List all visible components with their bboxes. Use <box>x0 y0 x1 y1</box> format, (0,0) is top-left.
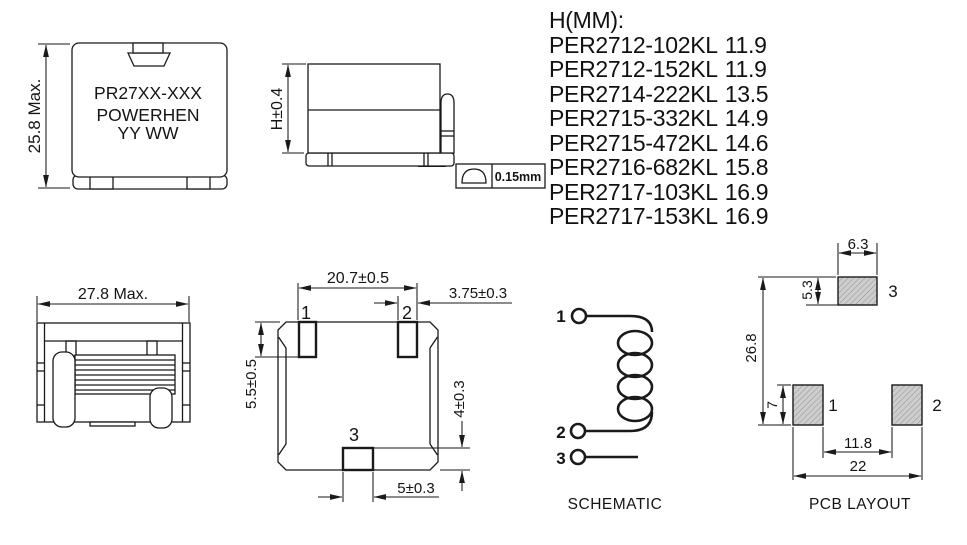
pad3-width-dimension: 6.3 <box>837 236 878 275</box>
front-view-top-tab <box>132 42 164 54</box>
part-height: 14.6 <box>724 129 769 156</box>
bottom-view-pin3-label: 3 <box>349 425 359 445</box>
pcb-pad-2 <box>891 384 923 426</box>
bottom-view-pin1-label: 1 <box>301 303 311 323</box>
pin3-width-dim-label: 5±0.3 <box>397 480 434 497</box>
outer-span-dim-label: 22 <box>850 458 867 475</box>
schematic-pin3-label: 3 <box>556 449 565 468</box>
schematic-pin2-label: 2 <box>556 423 565 442</box>
pin-depth-dimension: 5.5±0.5 <box>243 321 300 409</box>
part-number: PER2712-152KL <box>549 56 718 82</box>
part-height: 11.9 <box>724 31 767 58</box>
inner-gap-dim-label: 11.8 <box>844 435 872 452</box>
bottom-view: 1 2 3 20.7±0.5 3.75±0.3 5.5±0.5 <box>243 270 512 502</box>
inner-gap-dimension: 11.8 <box>822 427 893 458</box>
wire-callout-box <box>455 163 546 189</box>
pcb-layout: 3 1 2 6.3 5.3 26.8 <box>743 236 942 513</box>
height-table-header-text: H(MM): <box>549 7 624 33</box>
total-height-dimension: 26.8 <box>743 276 810 426</box>
terminal-pad-3 <box>341 446 375 472</box>
outer-span-dimension: 22 <box>792 427 923 480</box>
schematic-pin2-terminal <box>569 422 587 440</box>
pcb-layout-caption: PCB LAYOUT <box>809 496 911 513</box>
total-height-dim-label: 26.8 <box>743 333 760 362</box>
front-view-height-dimension: 25.8 Max. <box>25 43 70 189</box>
height-table-header: H(MM): <box>549 8 768 33</box>
bottom-view-outline <box>277 321 439 471</box>
pcb-pad-1 <box>792 384 824 426</box>
side-height-dim-label: H±0.4 <box>269 88 286 131</box>
pad3-height-dim-label: 5.3 <box>799 280 815 300</box>
part-height: 13.5 <box>724 80 769 107</box>
schematic-pin1-terminal <box>570 307 588 325</box>
terminal-pad-2 <box>396 320 419 359</box>
part-number: PER2715-472KL <box>549 129 718 156</box>
front-height-dim-label: 25.8 Max. <box>25 79 44 154</box>
schematic-pin3-terminal <box>569 448 587 466</box>
part-height: 14.9 <box>724 105 769 131</box>
pad3-width-dim-label: 6.3 <box>848 236 869 253</box>
wire-detail-callout: 0.15mm <box>455 163 546 189</box>
coil-side-view: 27.8 Max. <box>36 286 191 429</box>
pcb-pad2-label: 2 <box>932 396 941 415</box>
pin2-width-dim-label: 3.75±0.3 <box>449 285 507 302</box>
part-number: PER2712-102KL <box>549 31 718 58</box>
wire-diameter-label: 0.15mm <box>495 170 542 184</box>
pin3-width-dimension: 5±0.3 <box>318 472 439 502</box>
pad1-height-dimension: 7 <box>764 384 791 426</box>
pin3-height-dimension: 4±0.3 <box>373 380 470 491</box>
part-number: PER2715-332KL <box>549 105 718 131</box>
part-number: PER2714-222KL <box>549 80 718 107</box>
pcb-pad1-label: 1 <box>828 396 837 415</box>
part-height: 16.9 <box>724 203 769 229</box>
pin-span-dimension: 20.7±0.5 <box>297 270 418 320</box>
pin2-width-dimension: 3.75±0.3 <box>374 285 512 320</box>
side-view: H±0.4 0.15mm <box>269 63 546 189</box>
coil-post-left <box>52 351 76 428</box>
schematic-pin1-label: 1 <box>556 307 565 326</box>
side-view-wire <box>440 93 455 154</box>
coil-width-dimension: 27.8 Max. <box>36 286 190 322</box>
marking-line-2: POWERHEN <box>96 105 199 125</box>
marking-line-3: YY WW <box>118 123 179 143</box>
terminal-pad-1 <box>297 320 318 359</box>
bottom-view-pin2-label: 2 <box>402 303 412 323</box>
side-view-height-dimension: H±0.4 <box>269 63 306 154</box>
pin-depth-dim-label: 5.5±0.5 <box>243 359 260 409</box>
part-number: PER2717-153KL <box>549 203 718 229</box>
pcb-pad-3 <box>837 276 878 306</box>
coil-post-right <box>149 387 173 429</box>
part-height: 15.8 <box>724 154 769 180</box>
part-number: PER2717-103KL <box>549 178 718 205</box>
inductor-coil-symbol <box>585 314 654 433</box>
side-view-body <box>307 63 441 154</box>
marking-line-1: PR27XX-XXX <box>94 83 202 103</box>
pin3-height-dim-label: 4±0.3 <box>451 380 468 417</box>
schematic-caption: SCHEMATIC <box>568 496 663 513</box>
front-view: PR27XX-XXX POWERHEN YY WW 25.8 Max. <box>25 42 228 190</box>
schematic: 1 2 3 SCHEMATIC <box>556 307 662 513</box>
part-number: PER2716-682KL <box>549 154 718 180</box>
pad1-height-dim-label: 7 <box>764 401 780 409</box>
pin-span-dim-label: 20.7±0.5 <box>327 270 389 287</box>
coil-width-dim-label: 27.8 Max. <box>78 286 148 303</box>
pad3-height-dimension: 5.3 <box>799 276 877 306</box>
part-height: 11.9 <box>724 56 767 82</box>
wire-cross-section-icon <box>461 168 487 184</box>
part-height: 16.9 <box>724 178 769 205</box>
coil-bottom-tab <box>89 421 136 427</box>
pcb-pad3-label: 3 <box>888 282 897 301</box>
